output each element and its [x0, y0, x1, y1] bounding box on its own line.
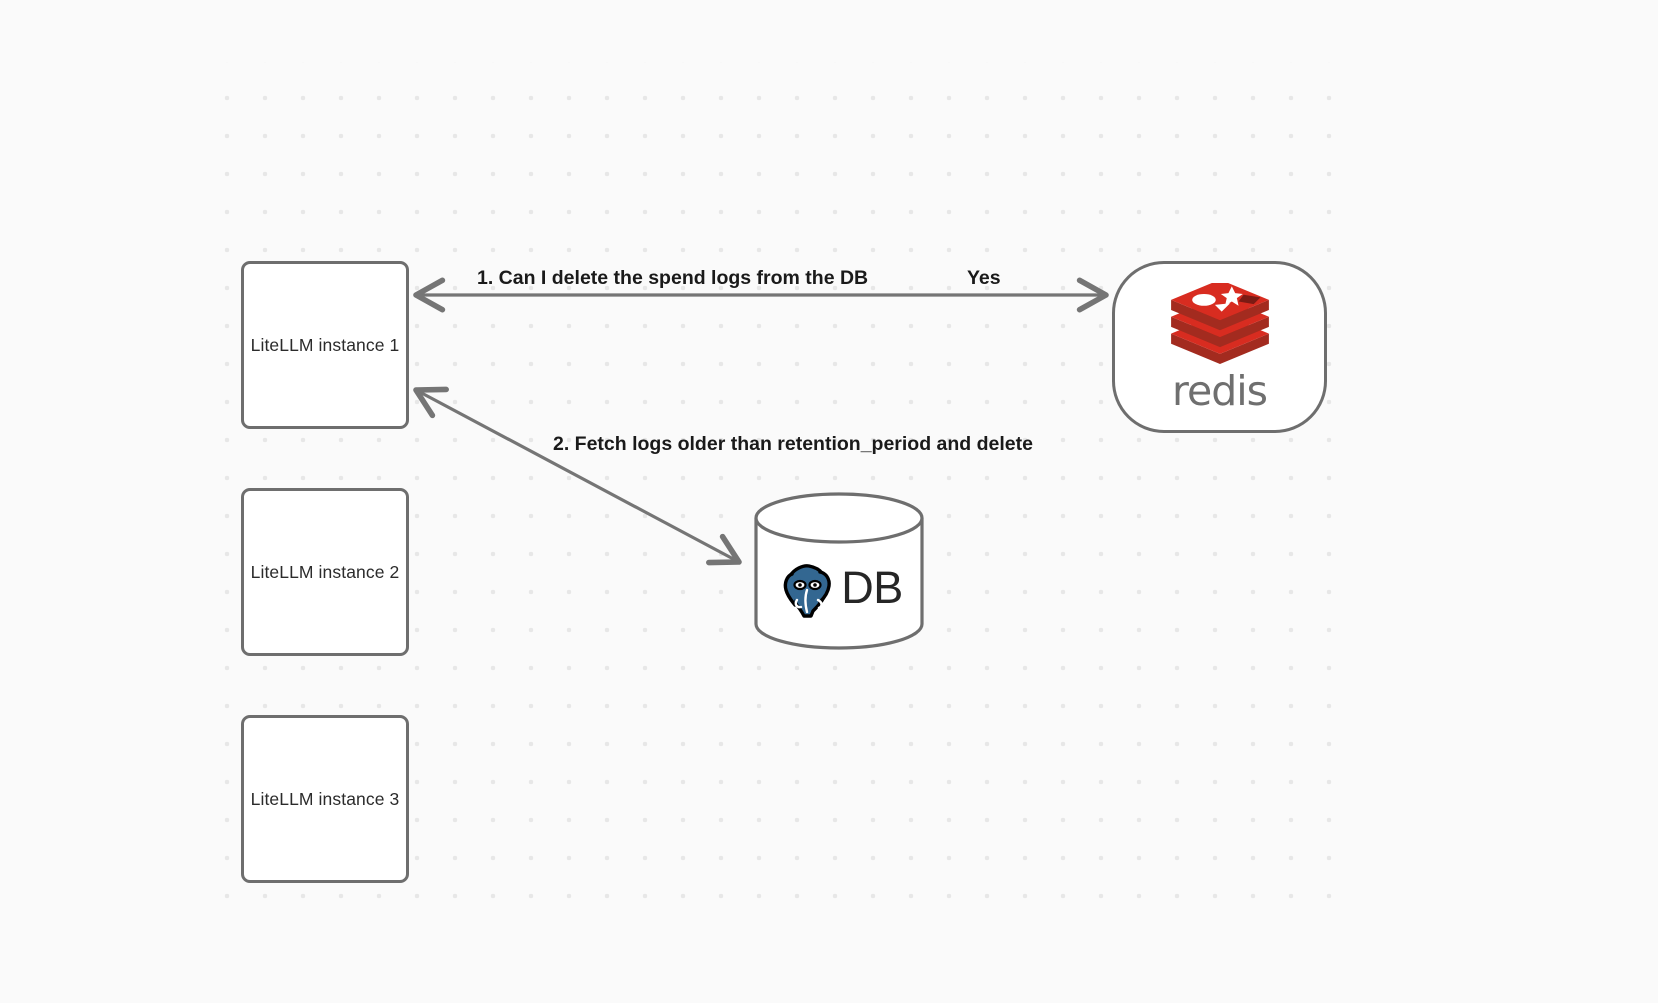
node-label: LiteLLM instance 1 [250, 334, 400, 355]
node-litellm-instance-3[interactable]: LiteLLM instance 3 [241, 715, 409, 883]
cylinder-shape [754, 492, 924, 650]
redis-logo-icon: redis [1166, 282, 1274, 415]
canvas-right-margin [1344, 0, 1658, 1003]
node-litellm-instance-1[interactable]: LiteLLM instance 1 [241, 261, 409, 429]
edge-litellm1-db [413, 386, 742, 566]
node-database[interactable]: DB [753, 492, 925, 650]
db-label: DB [841, 562, 903, 613]
edge-label-yes: Yes [967, 267, 1001, 289]
node-redis[interactable]: redis [1112, 261, 1327, 433]
node-label: LiteLLM instance 3 [250, 788, 400, 809]
node-litellm-instance-2[interactable]: LiteLLM instance 2 [241, 488, 409, 656]
canvas-bottom-margin [0, 903, 1658, 1003]
postgresql-elephant-icon [783, 564, 832, 618]
edge-label-step-1: 1. Can I delete the spend logs from the … [477, 267, 869, 289]
redis-wordmark: redis [1172, 366, 1268, 415]
edge-label-step-2: 2. Fetch logs older than retention_perio… [553, 433, 1033, 455]
node-label: LiteLLM instance 2 [250, 561, 400, 582]
